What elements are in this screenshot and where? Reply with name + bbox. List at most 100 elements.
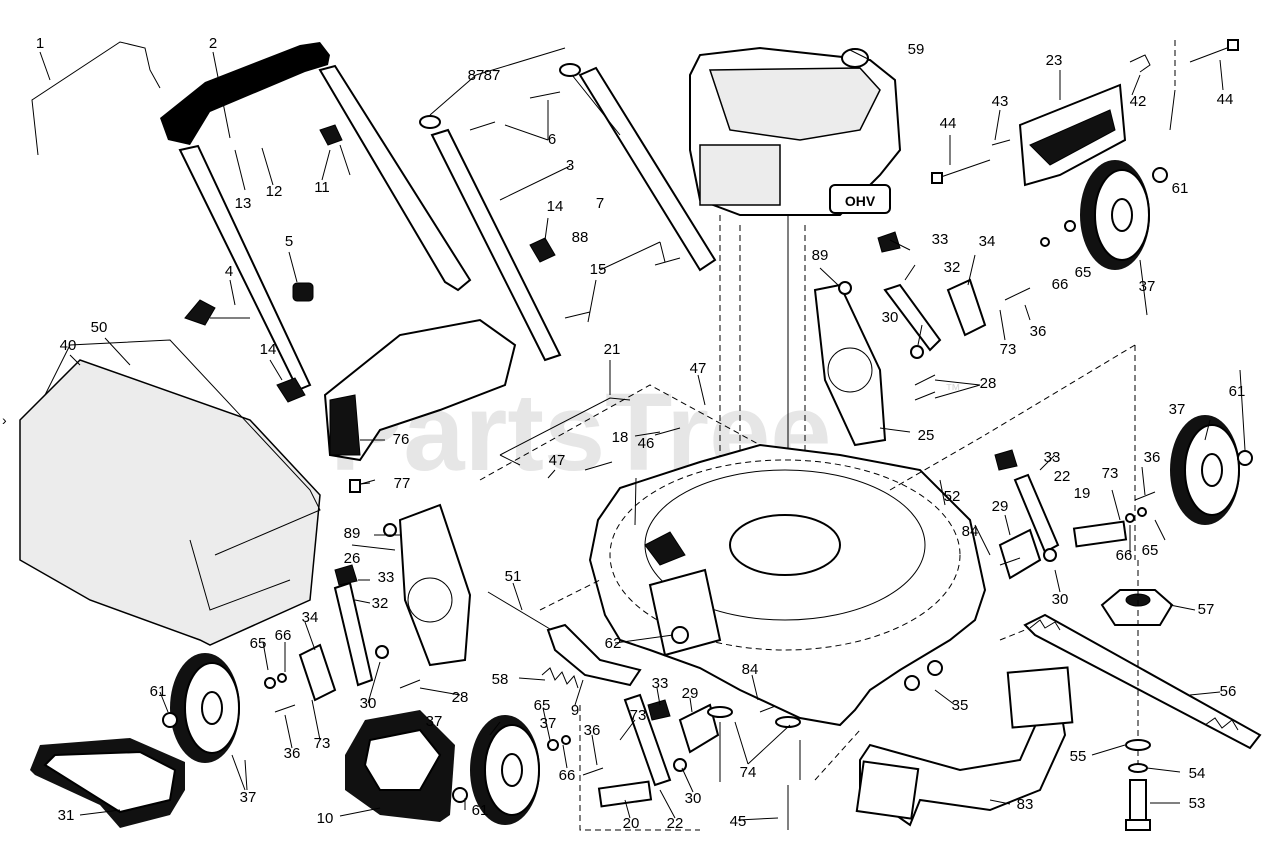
callout-37: 37 — [1139, 278, 1156, 295]
callout-65: 65 — [1142, 542, 1159, 559]
wheel-37b — [1080, 160, 1150, 270]
callout-22: 22 — [1054, 468, 1071, 485]
blade-adapter-57 — [1100, 589, 1174, 626]
callout-2: 2 — [209, 35, 217, 52]
callout-77: 77 — [394, 475, 411, 492]
callout-44: 44 — [940, 115, 957, 132]
gear-29b — [678, 703, 720, 754]
callout-20: 20 — [623, 815, 640, 832]
bracket-34a — [946, 278, 987, 337]
deck-dashed-outline — [479, 344, 1136, 831]
bail-control-bar — [31, 41, 161, 156]
handle-knob-14b — [276, 377, 306, 403]
lever-22b — [623, 693, 672, 787]
callout-4: 4 — [225, 263, 233, 280]
callout-19: 19 — [1074, 485, 1091, 502]
callout-6: 6 — [548, 131, 556, 148]
gear-29a — [998, 528, 1042, 580]
mower-deck-52 — [588, 443, 987, 727]
callout-87: 87 — [468, 67, 485, 84]
callout-32: 32 — [372, 595, 389, 612]
side-mark: › — [2, 412, 7, 428]
washer-74 — [707, 706, 801, 728]
bracket-20 — [597, 780, 653, 808]
callout-32: 32 — [944, 259, 961, 276]
callout-37: 37 — [540, 715, 557, 732]
callout-53: 53 — [1189, 795, 1206, 812]
handle-knob-4 — [184, 299, 250, 326]
callout-66: 66 — [1052, 276, 1069, 293]
callout-5: 5 — [285, 233, 293, 250]
blade-stack — [1125, 560, 1151, 831]
callout-65: 65 — [250, 635, 267, 652]
callout-57: 57 — [1198, 601, 1215, 618]
bolt-77 — [349, 479, 361, 493]
callout-43: 43 — [992, 93, 1009, 110]
callout-47: 47 — [549, 452, 566, 469]
callout-33: 33 — [1044, 449, 1061, 466]
callout-13: 13 — [235, 195, 252, 212]
callout-87: 87 — [484, 67, 501, 84]
callout-83: 83 — [1017, 796, 1034, 813]
washers-small — [264, 220, 1147, 772]
callout-58: 58 — [492, 671, 509, 688]
callout-3: 3 — [566, 157, 574, 174]
lever-22a — [1013, 473, 1060, 554]
callout-89: 89 — [344, 525, 361, 542]
callout-1: 1 — [36, 35, 44, 52]
callout-23: 23 — [1046, 52, 1063, 69]
engine-cap-59 — [841, 48, 869, 68]
callout-61: 61 — [1229, 383, 1246, 400]
engine: OHV — [689, 46, 902, 545]
nut-61a — [1237, 450, 1253, 466]
callout-73: 73 — [630, 707, 647, 724]
callout-37: 37 — [426, 713, 443, 730]
callout-14: 14 — [260, 341, 277, 358]
nut-61b — [1152, 167, 1168, 183]
chute-76 — [323, 318, 517, 462]
grip-33a — [877, 231, 901, 253]
callout-61: 61 — [1172, 180, 1189, 197]
lower-handle-left — [430, 128, 562, 362]
callout-35: 35 — [952, 697, 969, 714]
bolt-44b — [931, 159, 991, 184]
bracket-34b — [298, 643, 337, 702]
lower-handle-right — [578, 66, 717, 272]
callout-30: 30 — [685, 790, 702, 807]
callout-11: 11 — [314, 179, 330, 196]
callout-31: 31 — [58, 807, 75, 824]
callout-65: 65 — [534, 697, 551, 714]
callout-labels: 1 2 87 6 3 7 59 23 42 44 43 44 13 12 11 … — [36, 35, 1246, 832]
callout-73: 73 — [314, 735, 331, 752]
callout-36: 36 — [1030, 323, 1047, 340]
handle-bolts — [469, 91, 681, 319]
callout-56: 56 — [1220, 683, 1237, 700]
callout-52: 52 — [944, 488, 961, 505]
callout-40: 40 — [60, 337, 77, 354]
callout-73: 73 — [1102, 465, 1119, 482]
callout-36: 36 — [584, 722, 601, 739]
spring-58 — [541, 667, 579, 689]
callout-66: 66 — [559, 767, 576, 784]
nut-35 — [904, 660, 943, 691]
bolt-44a — [1189, 39, 1239, 63]
handle-knob-14a — [529, 237, 556, 263]
callout-66: 66 — [275, 627, 292, 644]
blade-56 — [1023, 613, 1262, 750]
callout-62: 62 — [605, 635, 622, 652]
spring-43 — [991, 139, 1011, 146]
callout-44: 44 — [1217, 91, 1234, 108]
callout-42: 42 — [1130, 93, 1147, 110]
callout-18: 18 — [612, 429, 629, 446]
lever-32a — [883, 283, 942, 352]
callout-61: 61 — [472, 802, 489, 819]
upper-handle — [160, 42, 472, 392]
wheel-37e — [470, 715, 540, 825]
rear-deflector-23 — [1018, 83, 1127, 187]
callout-29: 29 — [992, 498, 1009, 515]
grip-33b — [994, 449, 1018, 471]
callout-55: 55 — [1070, 748, 1087, 765]
callout-65: 65 — [1075, 264, 1092, 281]
callout-45: 45 — [730, 813, 747, 830]
